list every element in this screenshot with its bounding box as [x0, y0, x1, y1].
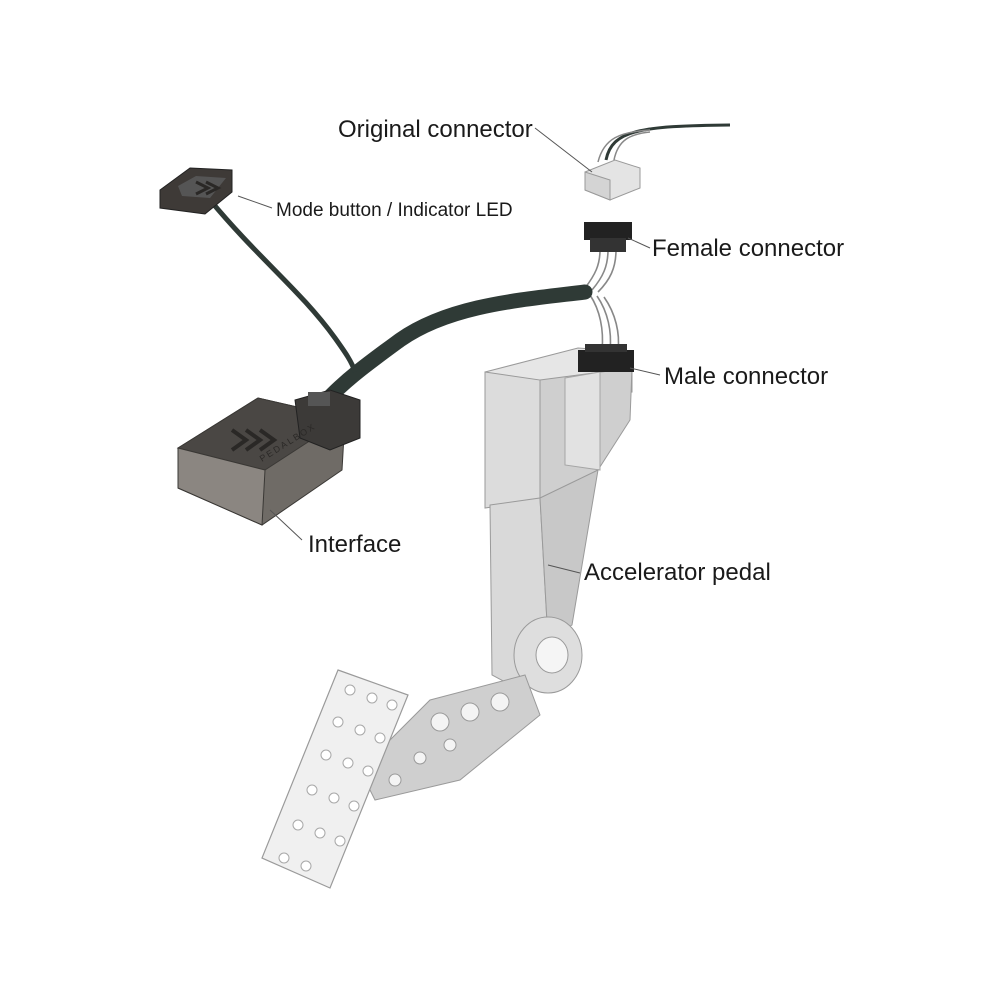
label-accelerator-pedal: Accelerator pedal — [584, 559, 771, 586]
mode-button-part — [159, 167, 233, 215]
accelerator-pedal — [261, 347, 633, 889]
pedal-pad-holes — [278, 684, 398, 872]
interface-part: PEDALBOX — [176, 389, 361, 526]
label-mode-button: Mode button / Indicator LED — [276, 200, 513, 221]
cables — [208, 123, 731, 410]
original-connector-part — [584, 159, 641, 201]
female-connector-part — [584, 222, 632, 252]
label-female-connector: Female connector — [652, 235, 844, 262]
label-interface: Interface — [308, 531, 401, 558]
label-male-connector: Male connector — [664, 363, 828, 390]
leader-lines — [237, 127, 661, 574]
male-connector-part — [578, 344, 634, 372]
label-original-connector: Original connector — [338, 116, 533, 143]
labels: Original connector Mode button / Indicat… — [276, 116, 844, 586]
